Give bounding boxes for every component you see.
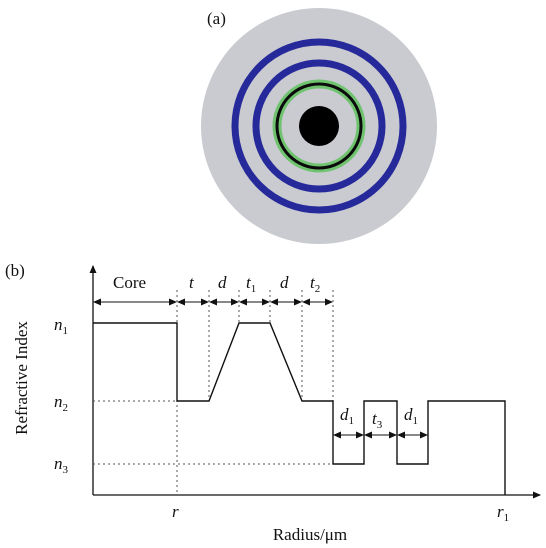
label-t1: t1 [246, 273, 256, 295]
x-tick-r1: r1 [497, 502, 509, 524]
label-d1-2: d1 [404, 405, 418, 427]
label-d-2: d [280, 273, 289, 292]
outer-blue-ring [231, 38, 407, 214]
index-profile-curve [93, 322, 506, 495]
y-tick-n2: n2 [54, 392, 68, 414]
y-tick-n3: n3 [54, 454, 69, 476]
middle-blue-ring [252, 59, 386, 193]
panel-a: (a) [201, 8, 437, 244]
label-core: Core [113, 273, 146, 292]
fiber-cross-section [201, 8, 437, 244]
y-axis-title: Refractive Index [12, 321, 31, 435]
x-tick-r: r [172, 502, 179, 521]
black-ring [275, 82, 363, 170]
label-d1: d1 [340, 405, 354, 427]
label-t2: t2 [310, 273, 320, 295]
label-t: t [189, 273, 195, 292]
fiber-core [299, 106, 339, 146]
x-axis-title: Radius/μm [273, 525, 347, 544]
y-tick-n1: n1 [54, 315, 68, 337]
panel-a-label: (a) [207, 9, 226, 28]
panel-b: (b) Refractive Index Radius/μm n1 n2 n3 … [5, 261, 541, 544]
panel-b-label: (b) [5, 261, 25, 280]
label-d: d [218, 273, 227, 292]
label-t3: t3 [372, 409, 383, 431]
